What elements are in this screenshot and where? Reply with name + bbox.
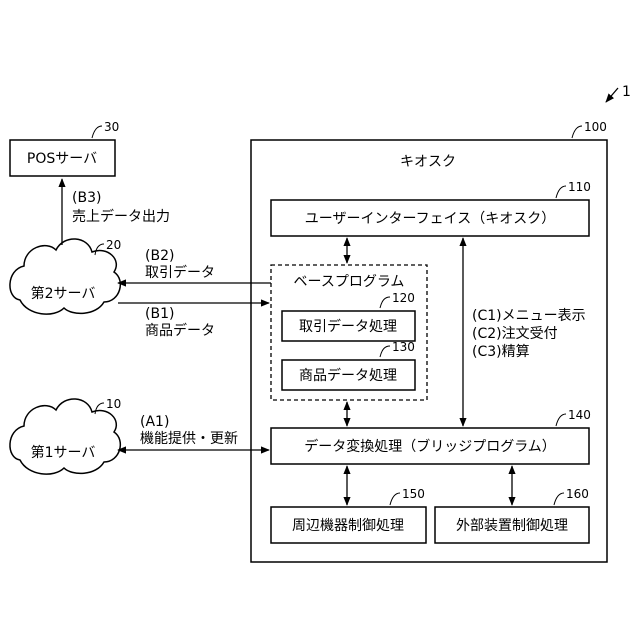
trade-processing-ref: 120 [380,291,415,308]
svg-text:1: 1 [622,84,631,100]
external-label: 外部装置制御処理 [456,518,568,534]
svg-text:20: 20 [106,238,121,252]
kiosk-box [251,140,607,562]
kiosk-ref: 100 [572,120,607,138]
arrow-b2-code: (B2) [145,248,174,264]
kiosk-title: キオスク [400,154,456,170]
svg-text:150: 150 [402,487,425,501]
arrow-b1-text: 商品データ [145,322,215,339]
svg-text:10: 10 [106,397,121,411]
arrow-b2-text: 取引データ [145,264,215,281]
label-c2: (C2)注文受付 [472,326,558,342]
base-program-label: ベースプログラム [294,274,405,290]
product-processing-ref: 130 [380,340,415,357]
svg-text:130: 130 [392,340,415,354]
arrow-b3-code: (B3) [72,190,101,206]
trade-processing-label: 取引データ処理 [299,318,397,335]
label-c3: (C3)精算 [472,344,530,360]
server1-label: 第1サーバ [31,444,96,461]
server1-ref: 10 [95,397,121,414]
external-ref: 160 [554,487,589,505]
conversion-ref: 140 [556,408,591,426]
svg-text:110: 110 [568,180,591,194]
arrow-b3-text: 売上データ出力 [72,208,170,225]
server2-label: 第2サーバ [31,285,96,302]
svg-text:160: 160 [566,487,589,501]
server1-cloud [10,399,120,474]
svg-text:120: 120 [392,291,415,305]
pos-server-label: POSサーバ [27,151,97,167]
ui-label: ユーザーインターフェイス（キオスク） [305,211,555,227]
conversion-label: データ変換処理（ブリッジプログラム） [304,438,556,455]
ui-ref: 110 [556,180,591,198]
label-c1: (C1)メニュー表示 [472,308,586,324]
server2-cloud [10,239,120,314]
arrow-a1-text: 機能提供・更新 [140,431,238,447]
svg-text:100: 100 [584,120,607,134]
svg-text:140: 140 [568,408,591,422]
arrow-b1-code: (B1) [145,306,174,322]
figure-label-1: 1 [606,84,631,102]
arrow-a1-code: (A1) [140,414,169,430]
svg-text:30: 30 [104,120,119,134]
pos-server-ref: 30 [92,120,119,138]
peripheral-label: 周辺機器制御処理 [292,518,404,534]
product-processing-label: 商品データ処理 [299,367,397,384]
peripheral-ref: 150 [390,487,425,505]
